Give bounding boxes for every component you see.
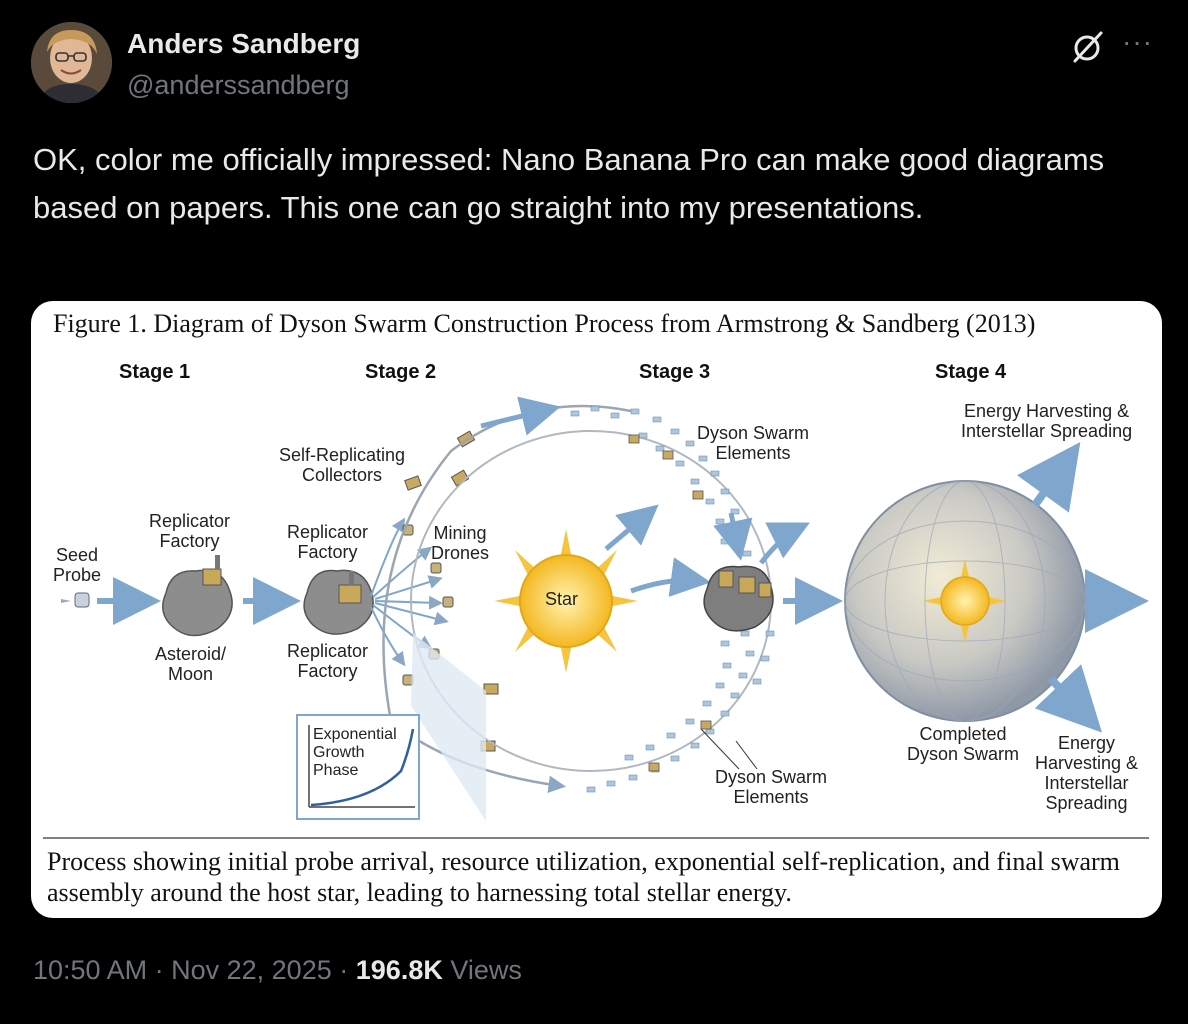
completed-dyson-swarm-icon <box>844 480 1086 722</box>
label-asteroid-moon: Asteroid/ Moon <box>155 644 227 684</box>
stage-3-heading: Stage 3 <box>639 361 711 383</box>
stage-2-heading: Stage 2 <box>365 361 437 383</box>
author-name[interactable]: Anders Sandberg <box>127 28 361 59</box>
views-count: 196.8K <box>355 955 443 985</box>
label-energy-harvesting-bottom: Energy Harvesting & Interstellar Spreadi… <box>1035 733 1139 813</box>
label-dyson-swarm-elements-top: Dyson Swarm Elements <box>697 423 810 463</box>
stage-1-heading: Stage 1 <box>119 361 191 383</box>
label-exponential-growth-phase: Exponential Growth Phase <box>313 726 397 779</box>
label-replicator-factory-3: Replicator Factory <box>287 641 369 681</box>
label-self-replicating-collectors: Self-Replicating Collectors <box>279 445 406 485</box>
meta-separator: · <box>339 955 349 985</box>
factory-asteroid-icon <box>303 569 374 635</box>
label-completed-dyson-swarm: Completed Dyson Swarm <box>907 724 1020 764</box>
label-replicator-factory-2: Replicator Factory <box>287 522 369 562</box>
tweet-media-image[interactable]: Figure 1. Diagram of Dyson Swarm Constru… <box>31 301 1162 918</box>
grok-icon[interactable] <box>1071 30 1105 64</box>
label-replicator-factory-1: Replicator Factory <box>149 511 231 551</box>
label-mining-drones: Mining Drones <box>431 523 490 563</box>
seed-probe-icon <box>61 592 90 608</box>
label-seed-probe: Seed Probe <box>53 545 102 585</box>
tweet-meta: 10:50 AM · Nov 22, 2025 · 196.8K Views <box>33 955 522 986</box>
label-dyson-swarm-elements-bottom: Dyson Swarm Elements <box>715 767 828 807</box>
tweet-time[interactable]: 10:50 AM <box>33 955 148 985</box>
meta-separator: · <box>154 955 164 985</box>
figure-caption: Process showing initial probe arrival, r… <box>47 847 1120 907</box>
star-icon <box>494 529 638 673</box>
diagram-graphics <box>43 396 1149 839</box>
avatar[interactable] <box>31 22 112 103</box>
asteroid-icon <box>162 555 233 637</box>
stage-4-heading: Stage 4 <box>935 361 1007 383</box>
tweet-text: OK, color me officially impressed: Nano … <box>33 142 1105 225</box>
tweet-date[interactable]: Nov 22, 2025 <box>171 955 332 985</box>
swarm-factory-icon <box>703 565 774 632</box>
author-handle[interactable]: @anderssandberg <box>127 70 350 100</box>
avatar-image <box>31 22 112 103</box>
more-icon[interactable]: ··· <box>1122 26 1153 57</box>
label-star: Star <box>545 589 579 609</box>
label-energy-harvesting-top: Energy Harvesting & Interstellar Spreadi… <box>961 401 1133 441</box>
figure-title: Figure 1. Diagram of Dyson Swarm Constru… <box>53 309 1036 338</box>
views-label: Views <box>450 955 522 985</box>
